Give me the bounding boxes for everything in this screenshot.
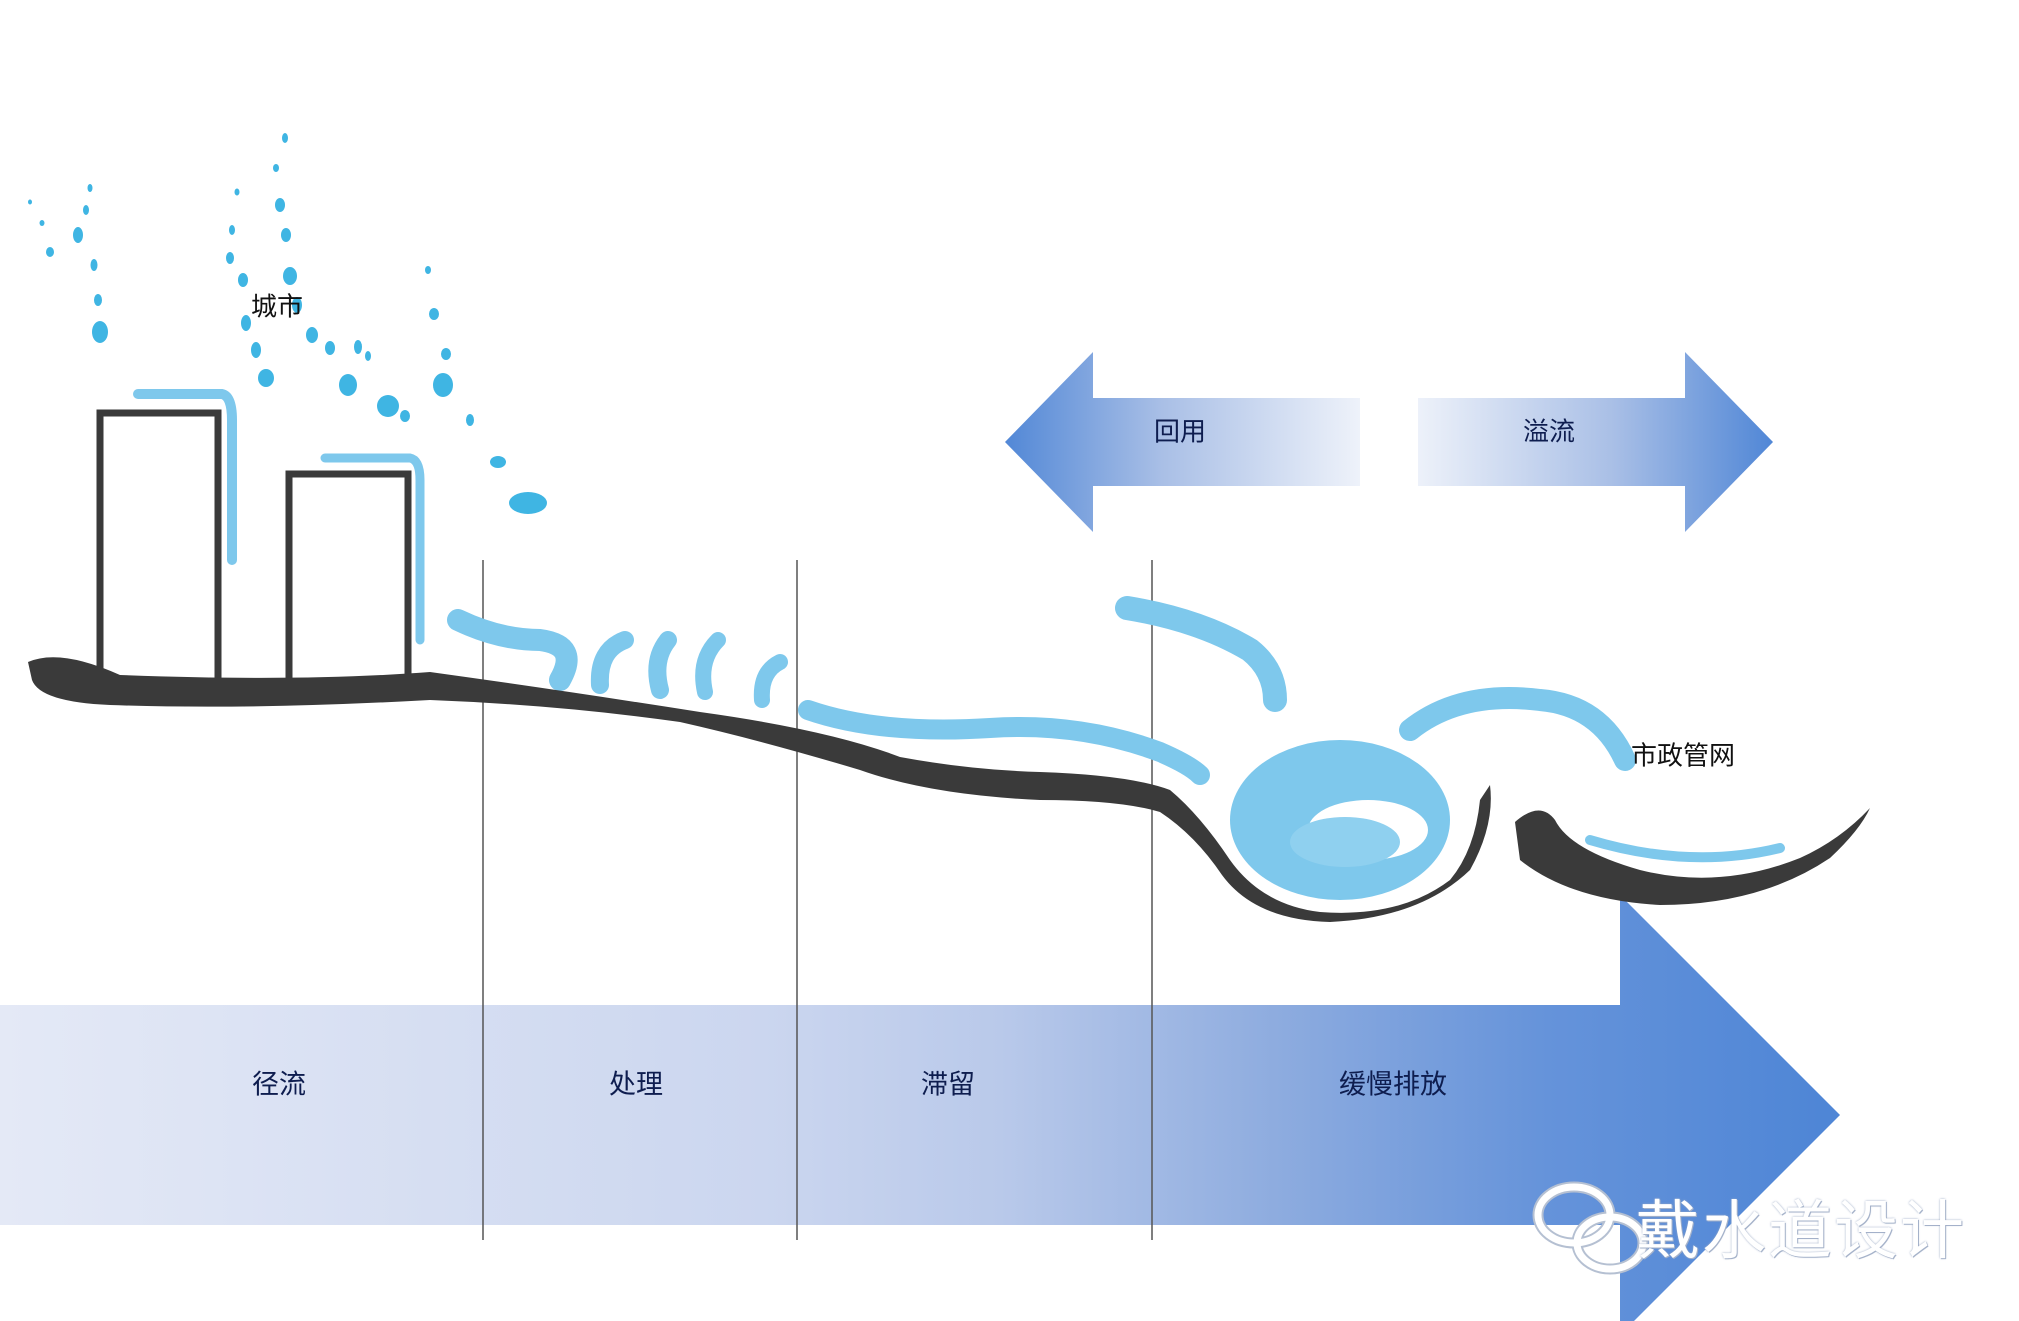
overflow-arrow-label: 溢流: [1522, 417, 1576, 448]
stage-dividers: [482, 560, 1153, 1240]
stage-label-treatment: 处理: [609, 1069, 663, 1101]
city-buildings: [96, 409, 412, 684]
stage-label-runoff: 径流: [252, 1069, 306, 1101]
municipal-network-label: 市政管网: [1630, 741, 1736, 772]
reuse-arrow: [1005, 352, 1360, 532]
ground-profile: [28, 657, 1870, 922]
stage-label-slow-release: 缓慢排放: [1339, 1069, 1447, 1101]
rain-drops: [28, 133, 547, 514]
stage-label-detention: 滞留: [921, 1069, 975, 1101]
city-label: 城市: [250, 292, 304, 323]
process-arrow: [0, 895, 1840, 1321]
retention-pond: [1230, 740, 1450, 900]
water-flows: [133, 389, 1785, 863]
overflow-arrow: [1418, 352, 1773, 532]
reuse-arrow-label: 回用: [1153, 417, 1207, 448]
watermark-text: 戴水道设计: [1636, 1195, 1966, 1269]
wechat-icon: [1532, 1181, 1649, 1275]
